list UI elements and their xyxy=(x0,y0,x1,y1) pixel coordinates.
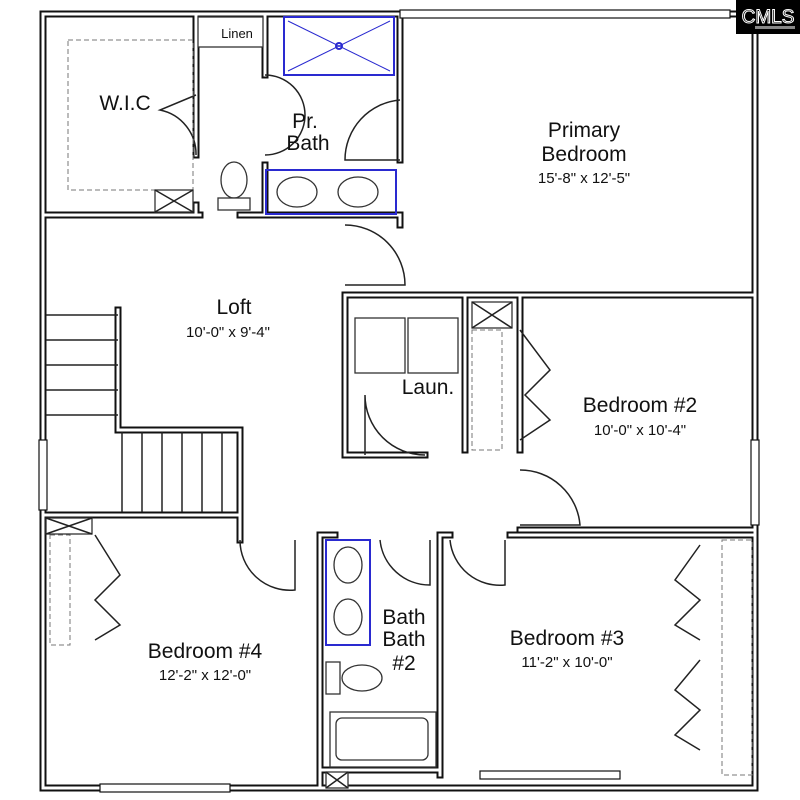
label-pr-bath-2: Bath xyxy=(286,132,329,155)
cmls-logo: CMLS xyxy=(736,0,800,34)
door-bedroom4 xyxy=(239,539,296,591)
label-primary-2: Bedroom xyxy=(541,143,626,166)
door-bedroom2 xyxy=(519,469,581,526)
window-bedroom2 xyxy=(750,439,760,526)
door-wic xyxy=(157,94,197,156)
door-primary xyxy=(344,224,406,286)
dims-bedroom2: 10'-0" x 10'-4" xyxy=(594,422,686,439)
sink-icon xyxy=(337,176,379,208)
stairs xyxy=(46,314,223,512)
hvac-box-icon xyxy=(325,771,349,789)
dryer-icon xyxy=(407,317,459,374)
label-bath2-3: #2 xyxy=(392,652,415,675)
sink-icon xyxy=(333,546,363,584)
hvac-box-icon xyxy=(45,517,93,535)
door-linen xyxy=(264,74,306,156)
label-loft: Loft xyxy=(216,296,251,319)
toilet-icon xyxy=(217,161,251,211)
dims-loft: 10'-0" x 9'-4" xyxy=(186,324,270,341)
door-laundry xyxy=(364,394,426,456)
label-bath2-1: Bath xyxy=(382,606,425,629)
label-bath2-2: Bath xyxy=(382,628,425,651)
label-linen: Linen xyxy=(221,26,253,41)
door-bedroom3 xyxy=(449,539,506,587)
closets xyxy=(45,16,753,789)
label-wic: W.I.C xyxy=(99,92,150,115)
window-bedroom4 xyxy=(99,783,231,793)
label-bedroom3: Bedroom #3 xyxy=(510,627,624,650)
label-pr-bath-1: Pr. xyxy=(292,110,318,133)
hvac-box-icon xyxy=(154,189,194,213)
window-bedroom3 xyxy=(479,770,621,780)
window-loft xyxy=(38,439,48,511)
window-primary-top xyxy=(399,9,731,19)
wic-shelf xyxy=(67,39,194,191)
hvac-box-icon xyxy=(471,301,513,329)
doors xyxy=(93,74,702,751)
label-bedroom2: Bedroom #2 xyxy=(583,394,697,417)
dims-bedroom4: 12'-2" x 12'-0" xyxy=(159,667,251,684)
label-primary-1: Primary xyxy=(548,119,621,142)
logo-text: CMLS xyxy=(742,7,795,28)
dims-bedroom3: 11'-2" x 10'-0" xyxy=(521,654,612,671)
closet-doors-bedroom3 xyxy=(673,544,702,751)
toilet-icon xyxy=(325,661,383,695)
windows xyxy=(38,9,760,793)
closet-door-bedroom4 xyxy=(93,534,122,641)
shower-icon xyxy=(283,16,395,76)
door-pr-bath xyxy=(344,99,401,161)
dims-primary: 15'-8" x 12'-5" xyxy=(538,170,630,187)
door-bath2 xyxy=(379,539,431,586)
closet-door-bedroom2 xyxy=(519,329,552,441)
label-laundry: Laun. xyxy=(402,376,455,399)
sink-icon xyxy=(276,176,318,208)
fixtures xyxy=(217,16,459,768)
sink-icon xyxy=(333,598,363,636)
vanity-icon xyxy=(265,169,397,215)
washer-icon xyxy=(354,317,406,374)
vanity-icon xyxy=(325,539,371,646)
linen-closet xyxy=(197,16,264,48)
room-labels: W.I.C Linen Pr. Bath Primary Bedroom 15'… xyxy=(99,26,697,684)
label-bedroom4: Bedroom #4 xyxy=(148,640,263,663)
